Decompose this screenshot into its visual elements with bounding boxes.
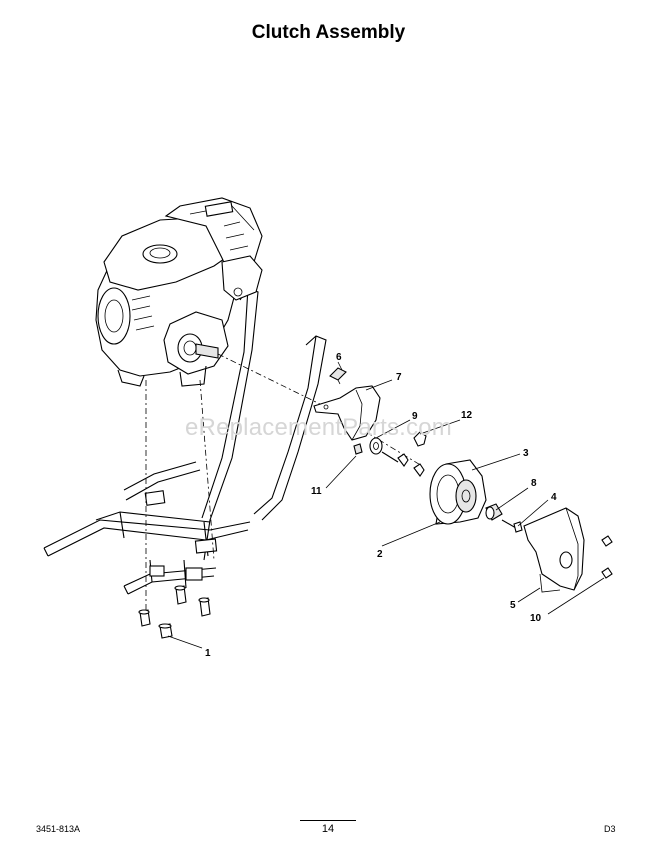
leader-lines: [167, 361, 605, 649]
callout-10: 10: [530, 613, 542, 624]
callout-7: 7: [396, 372, 402, 383]
washer-part-9: [369, 437, 383, 455]
footer-page-number: 14: [300, 820, 356, 835]
mounting-bolts-part-1: [138, 585, 211, 639]
footer-doc-number: 3451-813A: [36, 824, 81, 834]
footer-section-code: D3: [604, 824, 616, 834]
screw-part-10: [601, 535, 613, 579]
clutch-drum-drawing: [429, 459, 487, 525]
frame-drawing: [43, 287, 327, 610]
callout-11: 11: [311, 486, 322, 497]
engine-drawing: [95, 197, 263, 387]
bolt-part-12: [397, 431, 427, 477]
key-part-6: [329, 367, 347, 385]
callout-12: 12: [461, 410, 473, 421]
clutch-cover-drawing: [523, 507, 585, 593]
belt-guard-drawing: [313, 385, 381, 441]
callout-9: 9: [412, 411, 418, 422]
spacer-part-11: [353, 443, 399, 463]
page-title: Clutch Assembly: [251, 22, 406, 43]
bolt-part-4: [501, 519, 523, 533]
watermark-text: eReplacementParts.com: [185, 414, 452, 441]
callout-4: 4: [551, 492, 557, 503]
callout-1: 1: [205, 648, 211, 659]
callout-8: 8: [531, 478, 537, 489]
callout-6: 6: [336, 352, 342, 363]
callout-2: 2: [377, 549, 383, 560]
callout-3: 3: [523, 448, 529, 459]
bushing-part-8: [485, 503, 503, 521]
callout-5: 5: [510, 600, 516, 611]
